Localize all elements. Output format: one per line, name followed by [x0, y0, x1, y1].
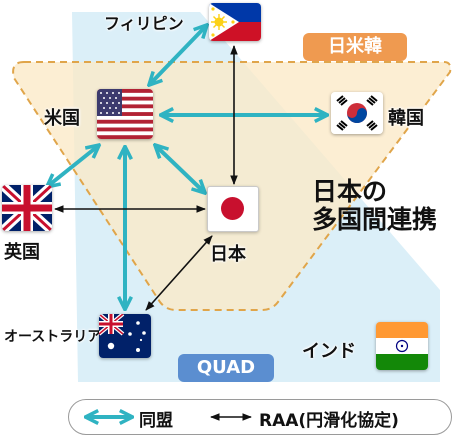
australia-label: オーストラリア — [4, 329, 102, 345]
usa-flag-icon — [97, 89, 153, 139]
uk-label: 英国 — [4, 242, 40, 263]
japan-flag-icon — [207, 186, 259, 232]
uk-flag-icon — [2, 185, 52, 231]
india-label: インド — [302, 341, 356, 362]
philippines-flag-icon — [209, 3, 261, 41]
korea-label: 韓国 — [388, 108, 424, 129]
legend-alliance-label: 同盟 — [139, 411, 173, 431]
title-line-2: 多国間連携 — [312, 205, 438, 234]
legend-raa-label: RAA(円滑化協定) — [259, 411, 399, 431]
philippines-label: フィリピン — [104, 14, 184, 33]
japan-label: 日本 — [210, 244, 246, 265]
japan-flag-disc — [221, 197, 244, 220]
usa-label: 米国 — [44, 108, 80, 129]
legend-symbols — [69, 400, 252, 436]
legend: 同盟 RAA(円滑化協定) — [68, 399, 452, 435]
title-line-1: 日本の — [312, 177, 388, 206]
diagram-title: 日本の 多国間連携 — [312, 178, 437, 234]
trilateral-group-pill: 日米韓 — [303, 33, 407, 61]
raa-arrow-japan-australia — [145, 235, 213, 311]
australia-flag-icon — [99, 314, 151, 358]
quad-group-pill: QUAD — [178, 354, 274, 382]
alliance-arrow-usa-japan — [156, 146, 204, 192]
alliance-arrow-usa-philippines — [150, 26, 206, 84]
alliance-arrow-usa-uk — [48, 146, 98, 186]
india-flag-icon — [376, 322, 428, 370]
south-korea-flag-icon — [331, 92, 383, 134]
